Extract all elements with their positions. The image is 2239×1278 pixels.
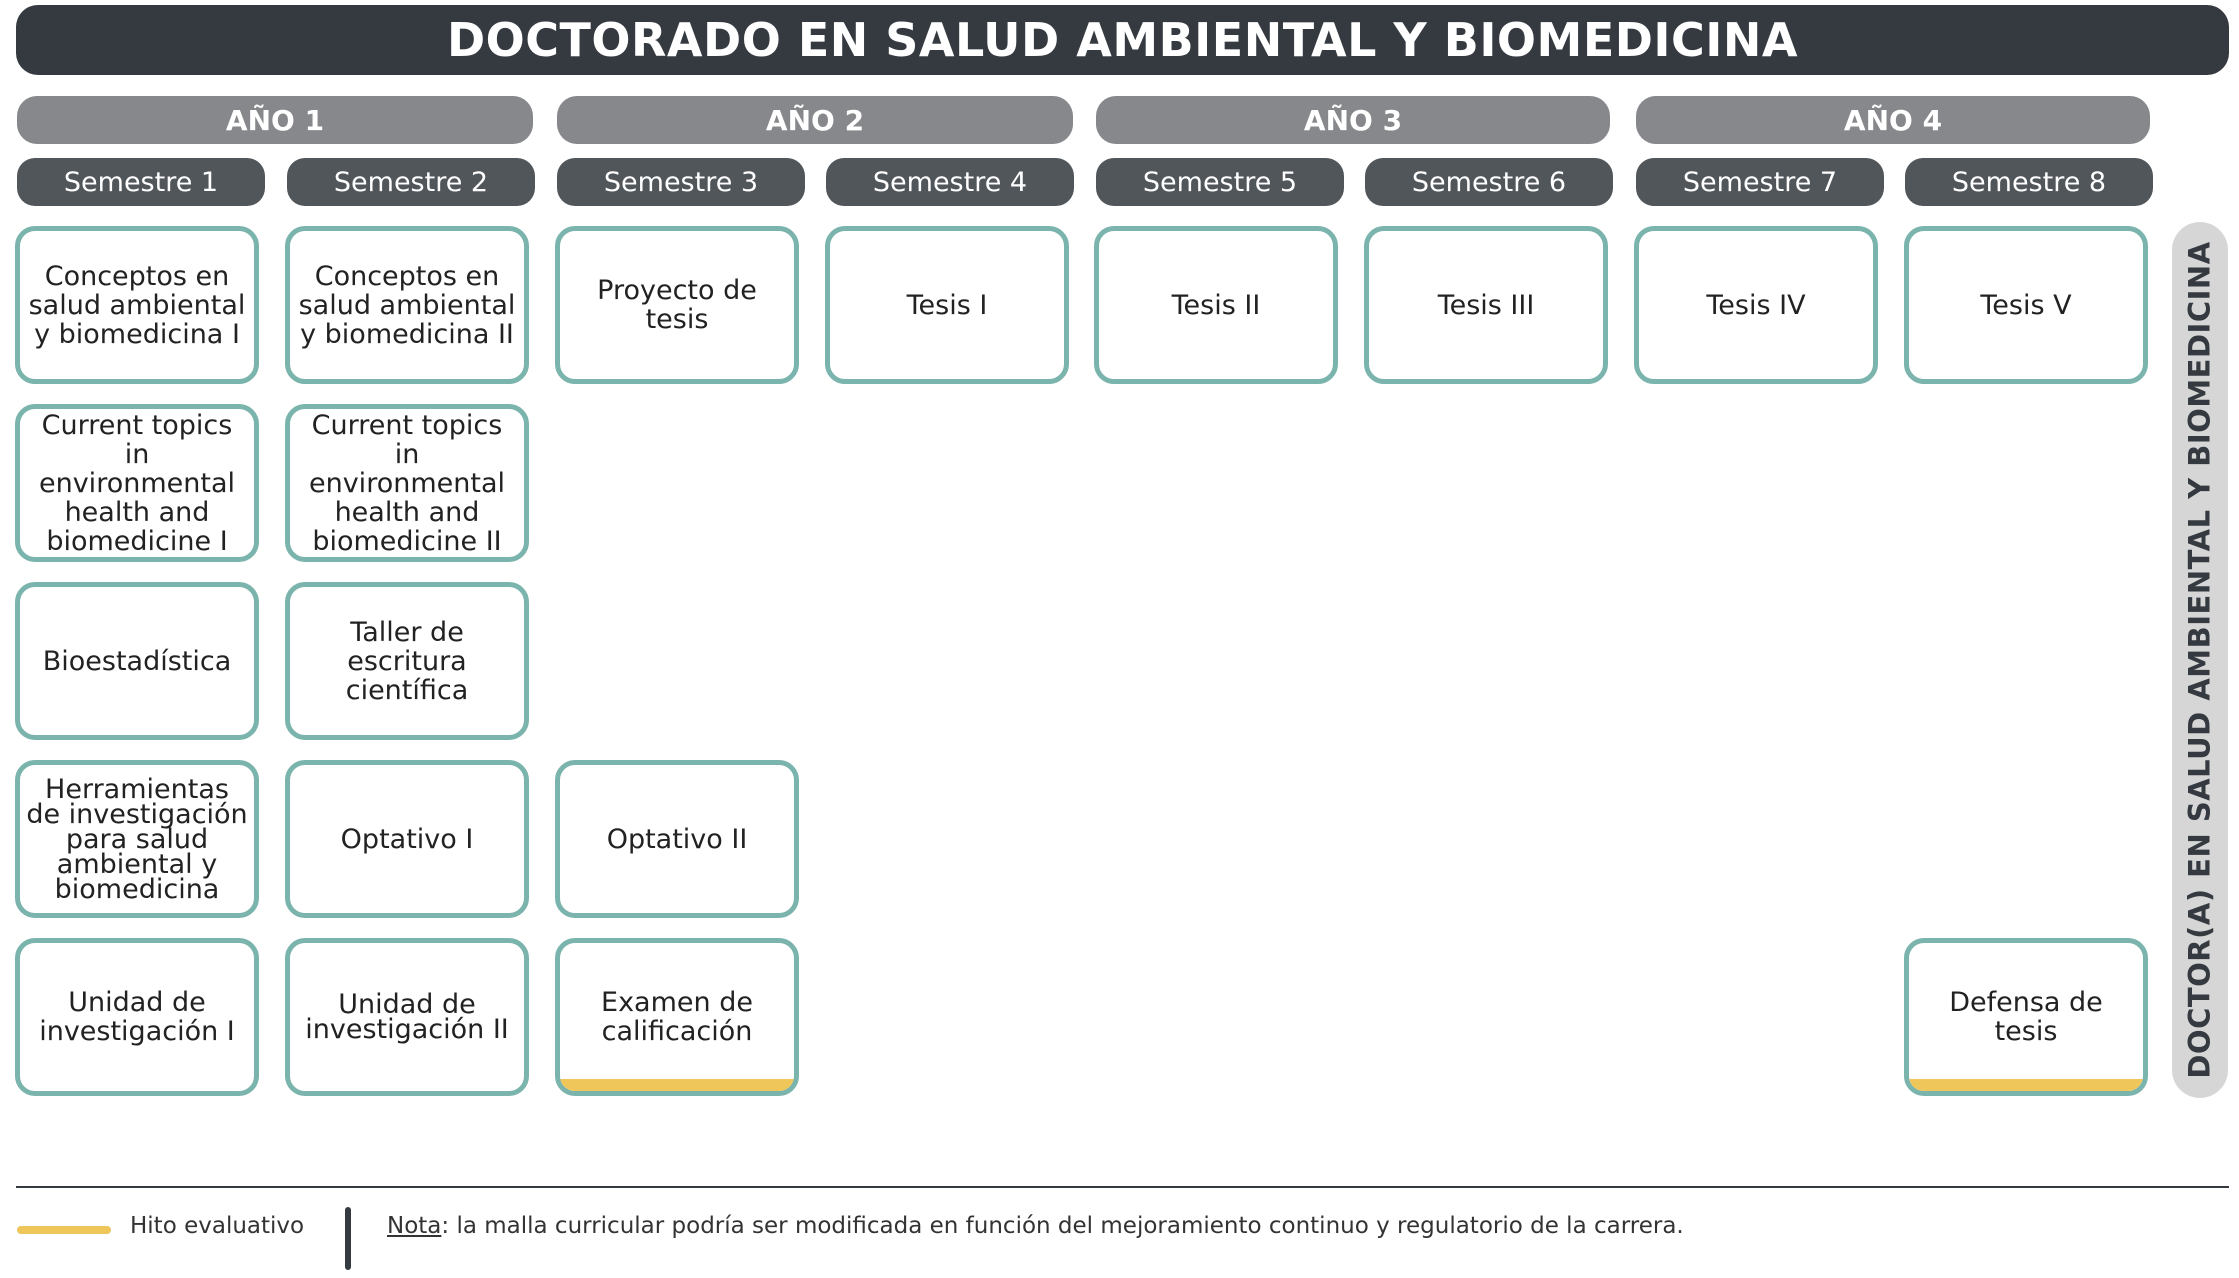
course-label: Taller de escritura científica [345,616,469,706]
semester-header-1: Semestre 1 [17,158,265,206]
note-label: Nota [387,1213,442,1239]
course-label: Defensa de tesis [1949,987,2103,1047]
course-card: Optativo II [555,760,799,918]
year-header-4: AÑO 4 [1636,96,2150,144]
course-label: Optativo II [606,823,748,855]
course-card: Proyecto de tesis [555,226,799,384]
course-label: Tesis I [906,289,988,321]
year-header-3: AÑO 3 [1096,96,1610,144]
note-text: : la malla curricular podría ser modific… [441,1213,1684,1239]
year-header-2: AÑO 2 [557,96,1073,144]
course-label: Unidad de investigación II [305,989,509,1045]
year-header-1: AÑO 1 [17,96,533,144]
milestone-legend-swatch [17,1226,111,1234]
course-label: Current topics in environmental health a… [38,409,235,557]
course-label: Optativo I [340,823,474,855]
course-card: Taller de escritura científica [285,582,529,740]
legend-separator [345,1207,351,1270]
semester-header-8: Semestre 8 [1905,158,2153,206]
course-card: Current topics in environmental health a… [15,404,259,562]
course-card: Current topics in environmental health a… [285,404,529,562]
course-card: Tesis II [1094,226,1338,384]
semester-header-6: Semestre 6 [1365,158,1613,206]
course-card: Optativo I [285,760,529,918]
degree-banner [2172,222,2228,1098]
semester-header-7: Semestre 7 [1636,158,1884,206]
course-label: Tesis II [1171,289,1261,321]
semester-header-2: Semestre 2 [287,158,535,206]
course-card: Unidad de investigación I [15,938,259,1096]
degree-banner-text-wrap: DOCTOR(A) EN SALUD AMBIENTAL Y BIOMEDICI… [2172,222,2228,1098]
course-card: Tesis IV [1634,226,1878,384]
footer-note: Nota: la malla curricular podría ser mod… [387,1213,1684,1239]
semester-header-4: Semestre 4 [826,158,1074,206]
course-card: Unidad de investigación II [285,938,529,1096]
course-card: Conceptos en salud ambiental y biomedici… [285,226,529,384]
course-label: Examen de calificación [601,987,753,1047]
course-label: Herramientas de investigación para salud… [26,773,248,905]
course-card-milestone: Examen de calificación [555,938,799,1096]
course-card: Tesis V [1904,226,2148,384]
semester-header-5: Semestre 5 [1096,158,1344,206]
course-label: Tesis IV [1706,289,1806,321]
course-label: Conceptos en salud ambiental y biomedici… [28,260,246,350]
course-label: Unidad de investigación I [39,987,235,1047]
milestone-legend-label: Hito evaluativo [130,1213,305,1239]
course-card: Bioestadística [15,582,259,740]
course-label: Conceptos en salud ambiental y biomedici… [298,260,516,350]
course-card: Conceptos en salud ambiental y biomedici… [15,226,259,384]
degree-banner-text: DOCTOR(A) EN SALUD AMBIENTAL Y BIOMEDICI… [2183,241,2217,1079]
course-card: Tesis III [1364,226,1608,384]
course-label: Current topics in environmental health a… [308,409,505,557]
semester-header-3: Semestre 3 [557,158,805,206]
course-card-milestone: Defensa de tesis [1904,938,2148,1096]
course-card: Herramientas de investigación para salud… [15,760,259,918]
course-label: Proyecto de tesis [597,275,757,335]
course-label: Tesis III [1437,289,1535,321]
course-card: Tesis I [825,226,1069,384]
course-label: Bioestadística [42,645,232,677]
page-title: DOCTORADO EN SALUD AMBIENTAL Y BIOMEDICI… [16,5,2229,75]
footer-divider [16,1186,2229,1188]
course-label: Tesis V [1980,289,2072,321]
